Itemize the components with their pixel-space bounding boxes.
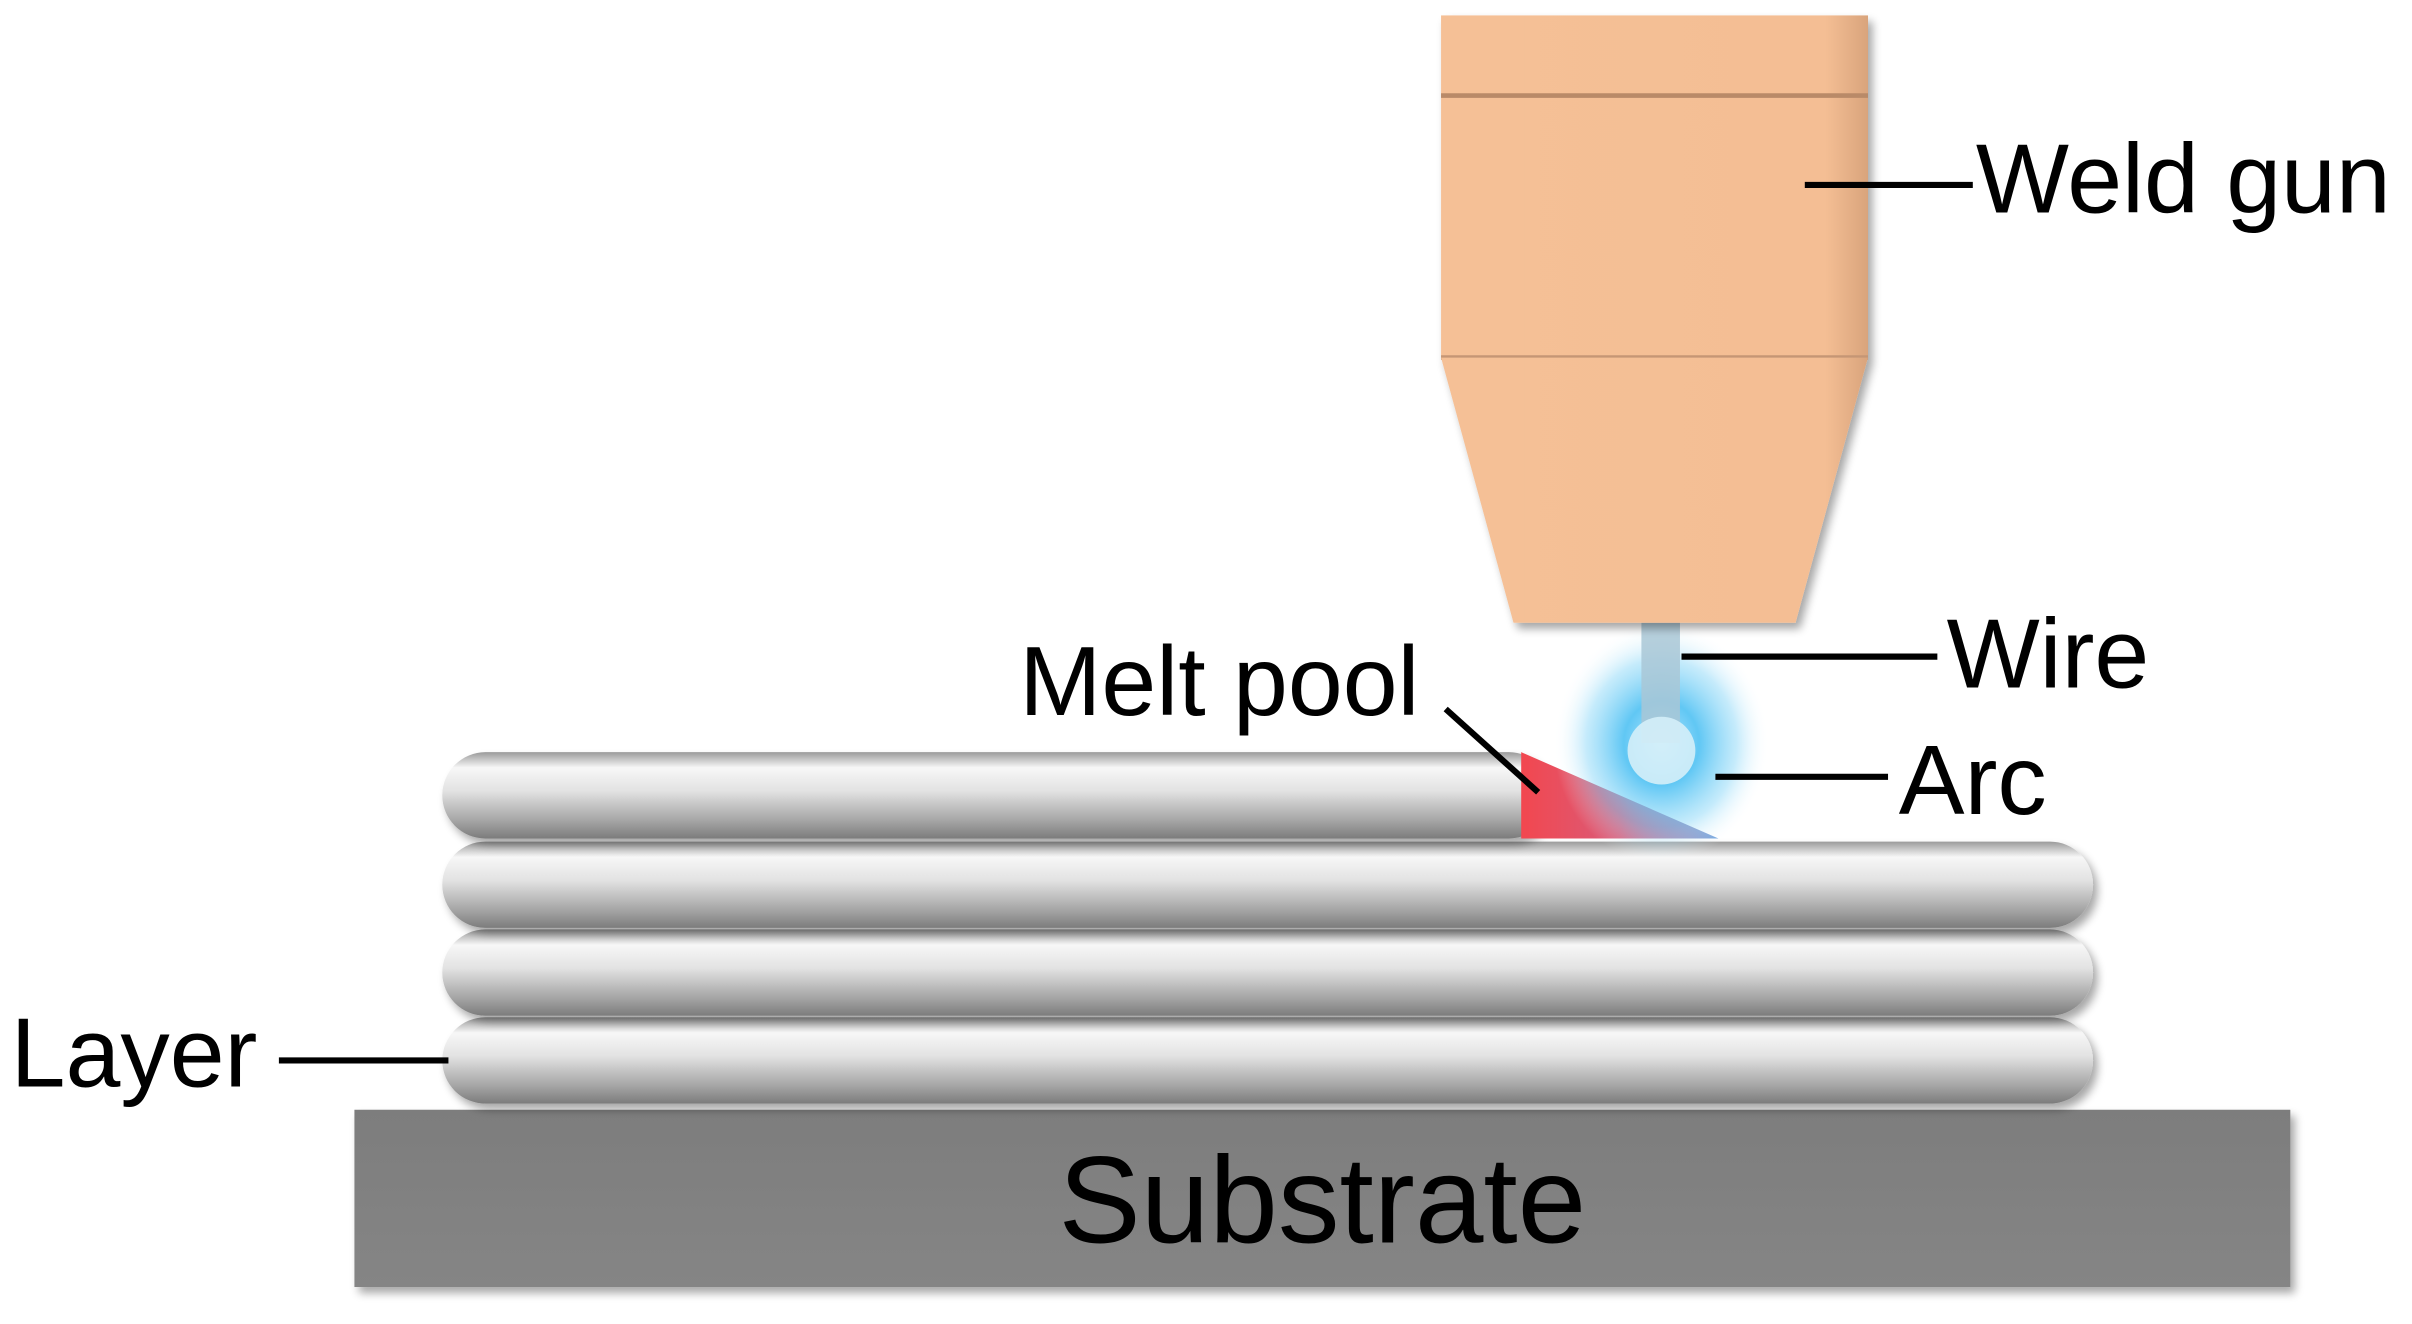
leader-lines [278,181,1973,1064]
weld-gun-label: Weld gun [1976,124,2391,234]
melt-pool-leader [1443,706,1541,795]
arc-core [1627,716,1696,785]
substrate-label: Substrate [1058,1131,1586,1269]
substrate: Substrate [354,1109,2291,1288]
layer-bead-4-partial [442,752,1553,839]
wire-label: Wire [1947,598,2150,708]
layer-bead-3 [442,841,2094,928]
layer-label: Layer [11,998,258,1108]
layer-bead-2 [442,929,2094,1016]
arc-label: Arc [1899,725,2047,835]
melt-pool-label: Melt pool [1019,626,1419,736]
weld-gun [1441,15,1869,623]
layer-stack [442,752,2094,1104]
layer-bead-1 [442,1017,2094,1104]
